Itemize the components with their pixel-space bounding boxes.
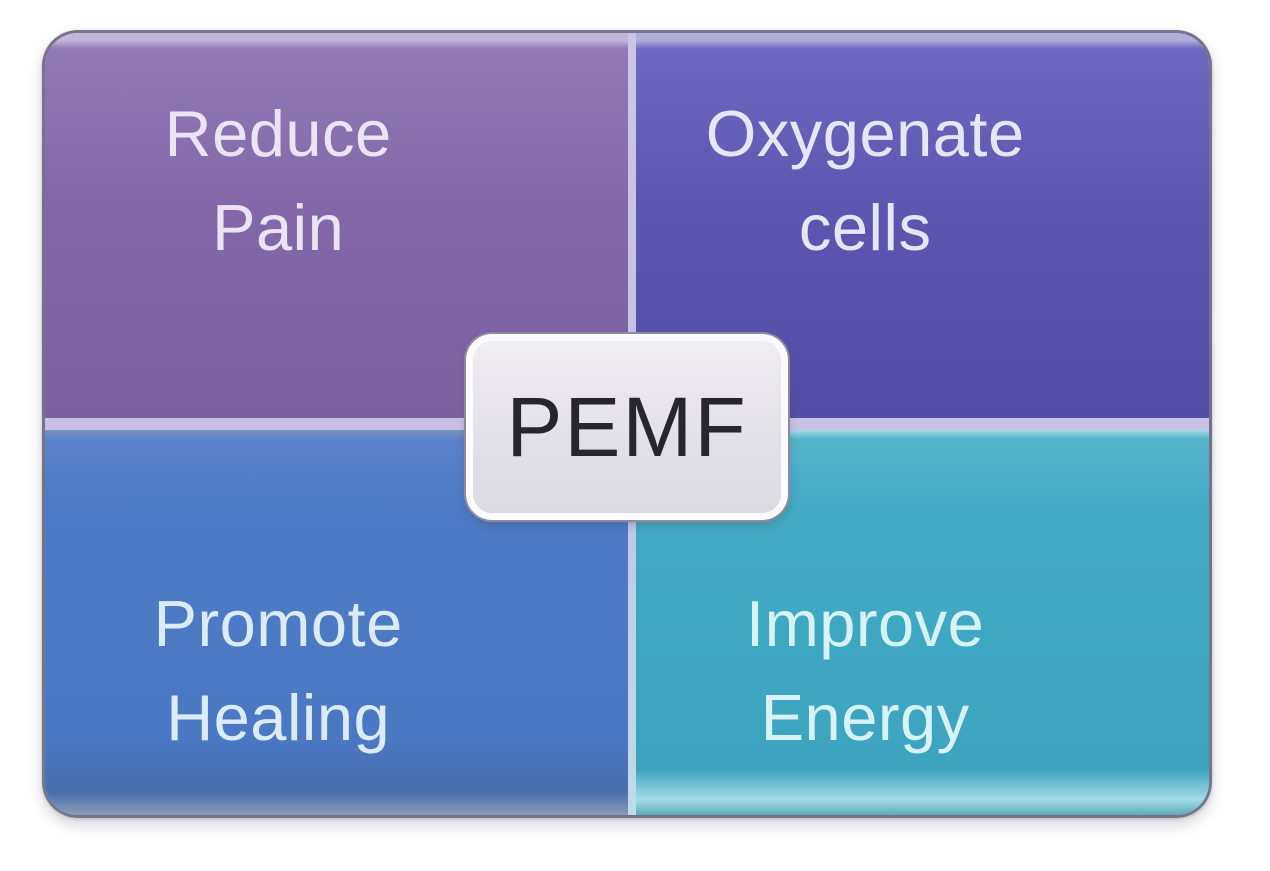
label-line: Pain [212,191,345,265]
label-line: Healing [166,680,391,754]
label-line: Improve [746,586,985,660]
quadrant-label-oxygenate-cells: Oxygenate cells [706,87,1025,275]
label-line: Reduce [164,97,392,171]
label-line: cells [798,191,932,265]
pemf-center-label: PEMF [506,380,748,474]
pemf-center-badge: PEMF [466,334,788,520]
label-line: Oxygenate [705,97,1025,171]
label-line: Promote [153,586,403,660]
label-line: Energy [760,680,970,754]
